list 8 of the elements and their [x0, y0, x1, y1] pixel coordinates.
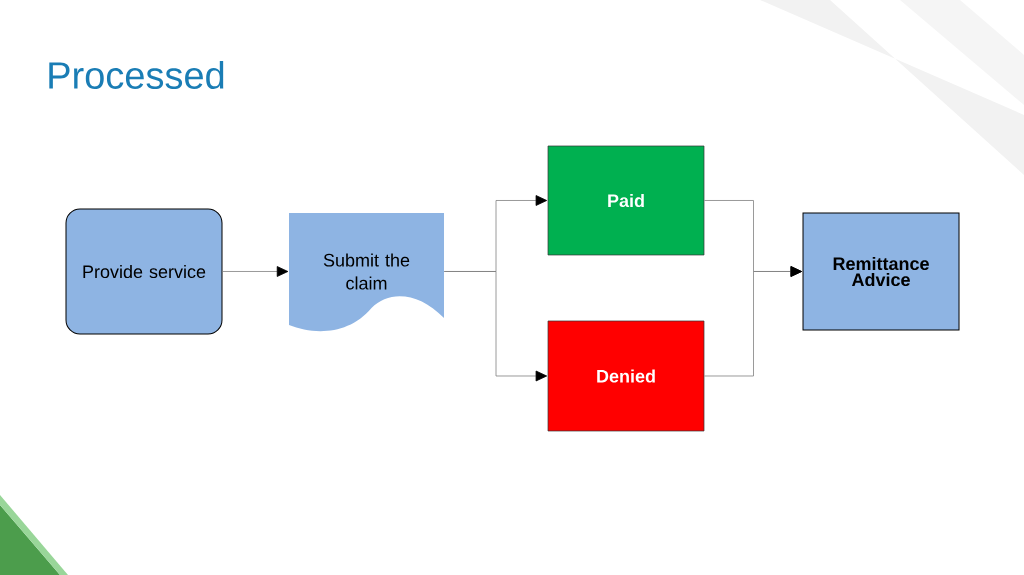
outcome-box: Paid — [547, 145, 705, 256]
connector-arrow — [703, 266, 802, 377]
connector-arrow — [443, 271, 548, 382]
rounded-process-box: Provide service — [65, 208, 223, 335]
connector-arrow — [222, 266, 289, 277]
result-box: Remittance Advice — [802, 212, 960, 331]
outcome-box: Denied — [547, 320, 705, 432]
slide-title: Processed — [49, 61, 224, 89]
